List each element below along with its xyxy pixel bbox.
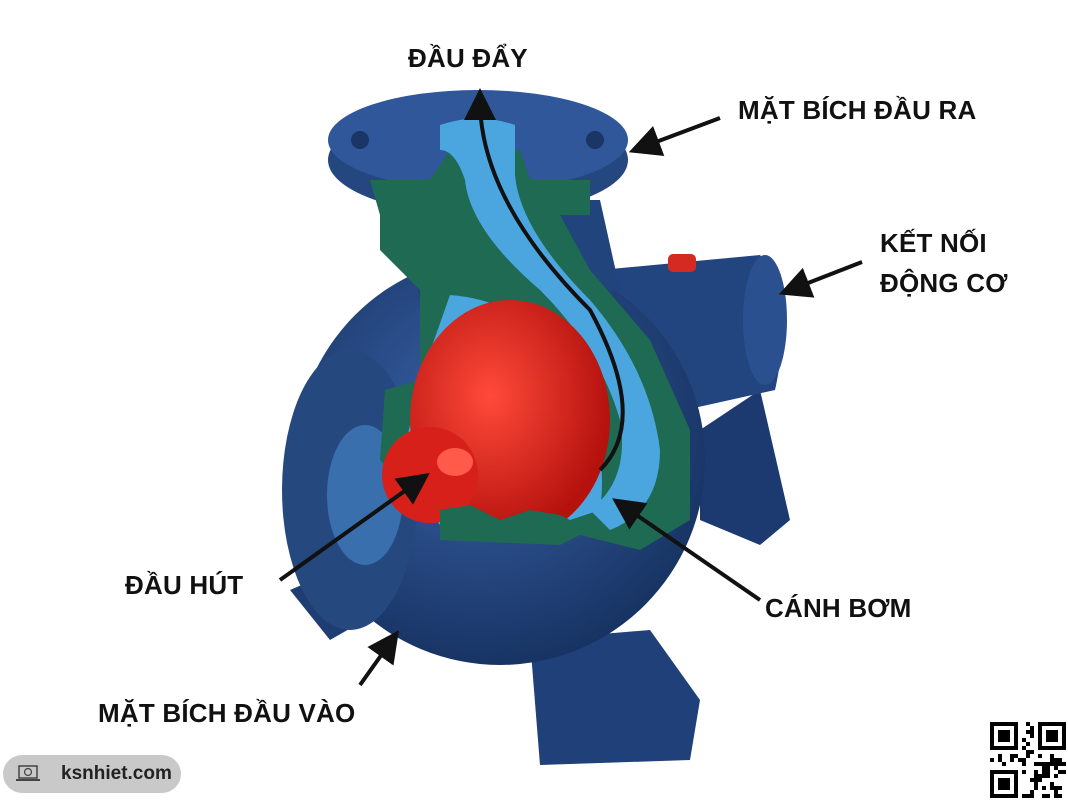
- watermark-text: ksnhiet.com: [61, 763, 172, 784]
- watermark-badge: ksnhiet.com: [3, 755, 181, 793]
- label-outlet-flange: MẶT BÍCH ĐẦU RA: [738, 95, 977, 125]
- plug-cap: [668, 254, 696, 272]
- label-arrows: [278, 116, 863, 687]
- label-discharge: ĐẦU ĐẨY: [408, 43, 528, 73]
- label-motor-connection-2: ĐỘNG CƠ: [880, 268, 1008, 298]
- flow-path-arrow: [464, 88, 625, 472]
- impeller: [382, 300, 610, 545]
- label-suction: ĐẦU HÚT: [125, 570, 244, 600]
- label-inlet-flange: MẶT BÍCH ĐẦU VÀO: [98, 698, 356, 728]
- laptop-globe-icon: [16, 765, 40, 781]
- label-motor-connection-1: KẾT NỐI: [880, 228, 987, 258]
- label-impeller: CÁNH BƠM: [765, 593, 912, 623]
- qr-code: [990, 722, 1066, 798]
